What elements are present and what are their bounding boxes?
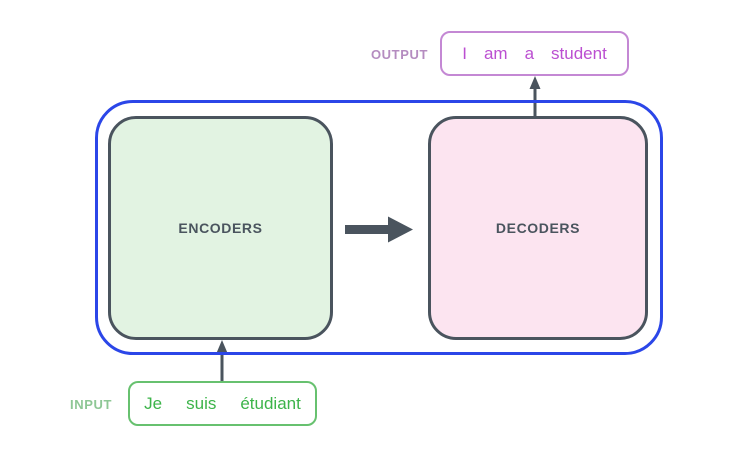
input-token-box: Je suis étudiant [128,381,317,426]
input-label: INPUT [70,397,112,412]
encoder-to-decoder-arrow [345,216,413,243]
token: am [483,43,508,63]
token: a [524,43,535,63]
token: étudiant [240,393,301,413]
decoders-label: DECODERS [495,220,581,236]
encoders-label: ENCODERS [178,220,263,236]
token: I [462,43,467,63]
decoders-block: DECODERS [428,116,648,340]
token: Je [144,393,163,413]
input-to-encoder-arrow [216,340,228,381]
encoders-block: ENCODERS [108,116,333,340]
token: suis [186,393,217,413]
transformer-container [95,100,663,355]
output-label: OUTPUT [370,47,428,62]
token: student [551,43,607,63]
